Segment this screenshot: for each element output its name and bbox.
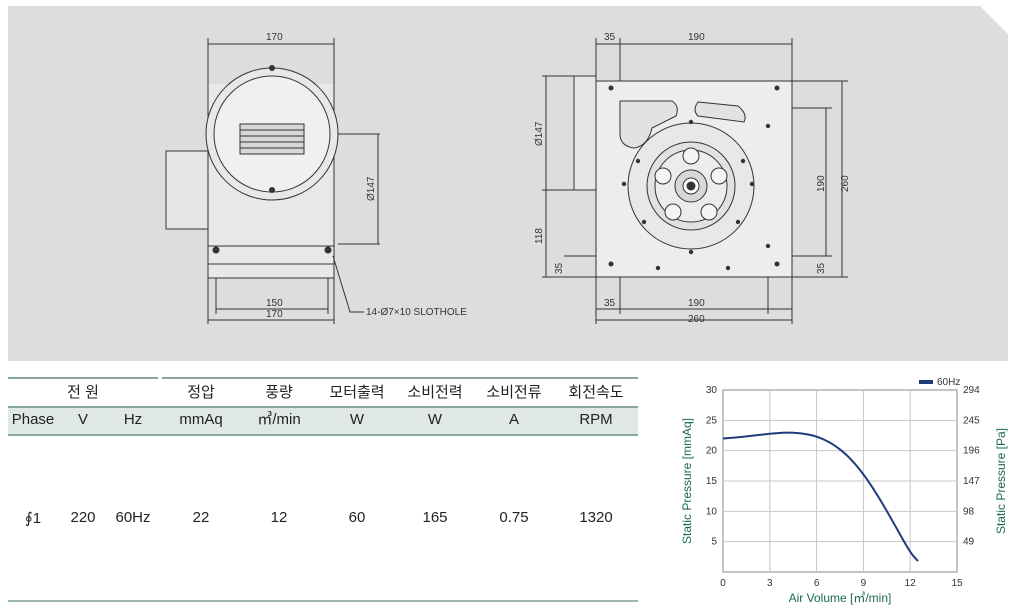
y-tick-label: 15 xyxy=(706,476,718,487)
y2-axis-label: Static Pressure [Pa] xyxy=(994,428,1008,534)
unit-rpm: RPM xyxy=(579,411,613,428)
unit-w-motor: W xyxy=(349,411,365,428)
value-static-pressure: 22 xyxy=(192,509,210,526)
side-dim-t1: 35 xyxy=(604,32,616,43)
group-line-power xyxy=(8,377,158,379)
front-dim-b1: 150 xyxy=(266,298,283,309)
value-power-consumption: 165 xyxy=(422,509,448,526)
chart-grid xyxy=(722,389,958,573)
front-dim-top: 170 xyxy=(266,32,283,43)
unit-w-consumption: W xyxy=(427,411,443,428)
x-tick-label: 0 xyxy=(720,578,726,589)
side-dim-left2: 118 xyxy=(534,228,545,244)
side-dim-left1: Ø147 xyxy=(534,121,545,146)
unit-hz: Hz xyxy=(123,411,143,428)
group-line-specs xyxy=(162,377,638,379)
x-tick-label: 12 xyxy=(905,578,917,589)
unit-v: V xyxy=(77,411,88,428)
side-dim-r3: 35 xyxy=(816,262,827,274)
side-dim-b2: 190 xyxy=(688,298,705,309)
y2-tick-label: 98 xyxy=(963,506,975,517)
y-axis-label: Static Pressure [mmAq] xyxy=(680,418,694,544)
x-tick-label: 9 xyxy=(861,578,867,589)
x-tick-label: 6 xyxy=(814,578,820,589)
drawing-panel: 170 Ø147 150 170 14-Ø7×10 SLOTHOLE 35 19… xyxy=(8,6,1008,361)
value-motor-output: 60 xyxy=(348,509,366,526)
y2-tick-label: 245 xyxy=(963,415,980,426)
unit-row-bg xyxy=(8,406,638,434)
unit-m3min: ㎥/min xyxy=(257,411,301,428)
header-air-volume: 풍량 xyxy=(265,384,293,401)
series-line-60hz xyxy=(722,431,919,562)
unit-row-bottom-line xyxy=(8,434,638,436)
header-static-pressure: 정압 xyxy=(187,384,215,401)
side-dim-left3: 35 xyxy=(554,262,565,274)
performance-chart: 0 3 6 9 12 15 5 49 10 98 15 147 20 196 25 245 30 294 60Hz… xyxy=(680,377,1008,605)
front-dim-right: Ø147 xyxy=(366,176,377,201)
legend-swatch xyxy=(919,380,933,384)
y-tick-label: 20 xyxy=(706,446,718,457)
unit-row-top-line xyxy=(8,406,638,408)
table-bottom-line xyxy=(8,600,638,602)
y2-tick-label: 147 xyxy=(963,476,980,487)
slot-note: 14-Ø7×10 SLOTHOLE xyxy=(366,307,467,318)
header-power: 전 원 xyxy=(67,384,99,401)
value-current: 0.75 xyxy=(499,509,529,526)
unit-mmaq: mmAq xyxy=(179,411,223,428)
value-rpm: 1320 xyxy=(579,509,613,526)
x-axis-label: Air Volume [㎥/min] xyxy=(789,591,892,605)
x-tick-label: 15 xyxy=(951,578,963,589)
value-frequency: 60Hz xyxy=(115,509,151,526)
header-power-consumption: 소비전력 xyxy=(407,384,463,401)
header-motor-output: 모터출력 xyxy=(329,384,385,401)
chart-ticks: 0 3 6 9 12 15 5 49 10 98 15 147 20 196 25 245 30 294 xyxy=(706,385,980,589)
panel-corner-cut xyxy=(980,6,1008,34)
y-tick-label: 10 xyxy=(706,506,718,517)
side-inlet-duct xyxy=(573,75,597,191)
unit-a: A xyxy=(508,411,519,428)
technical-drawing: 170 Ø147 150 170 14-Ø7×10 SLOTHOLE 35 19… xyxy=(165,32,851,325)
front-impeller xyxy=(239,123,305,155)
value-phase: ∮1 xyxy=(24,510,42,527)
side-dim-t2: 190 xyxy=(688,32,705,43)
y2-tick-label: 49 xyxy=(963,537,975,548)
legend-label: 60Hz xyxy=(937,377,960,388)
front-dim-b2: 170 xyxy=(266,309,283,320)
x-tick-label: 3 xyxy=(767,578,773,589)
y2-tick-label: 196 xyxy=(963,446,980,457)
side-dim-b1: 35 xyxy=(604,298,616,309)
y2-tick-label: 294 xyxy=(963,385,980,396)
value-air-volume: 12 xyxy=(270,509,288,526)
y-tick-label: 25 xyxy=(706,415,718,426)
front-inlet-duct xyxy=(165,150,209,230)
y-tick-label: 30 xyxy=(706,385,718,396)
value-voltage: 220 xyxy=(70,509,96,526)
header-rpm: 회전속도 xyxy=(568,384,624,401)
y-tick-label: 5 xyxy=(711,537,717,548)
side-dim-r2: 260 xyxy=(840,175,851,192)
unit-phase: Phase xyxy=(11,411,55,428)
header-current: 소비전류 xyxy=(486,384,542,401)
side-dim-r1: 190 xyxy=(816,175,827,192)
side-dim-b3: 260 xyxy=(688,314,705,325)
